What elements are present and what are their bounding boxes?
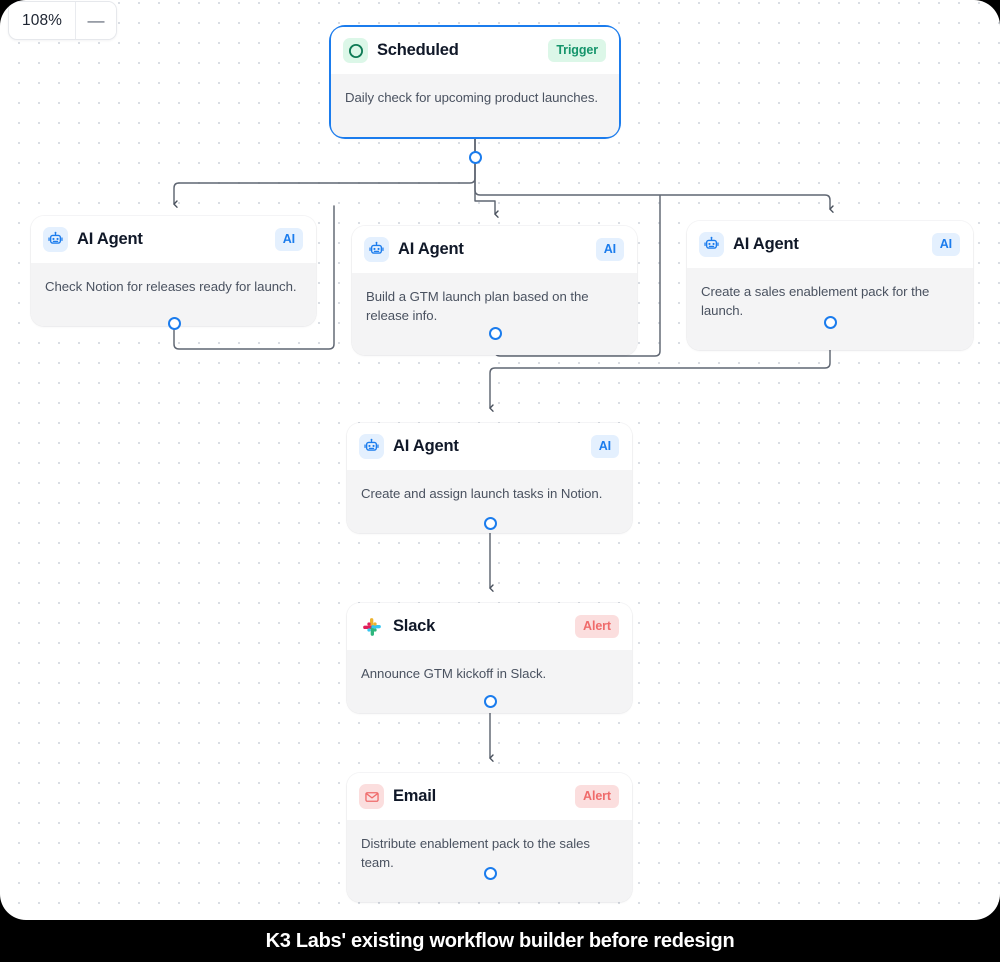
node-description: Check Notion for releases ready for laun…: [45, 279, 297, 294]
node-header: AI Agent AI: [347, 423, 632, 470]
node-title: AI Agent: [393, 437, 459, 455]
output-port[interactable]: [483, 695, 497, 708]
node-scheduled[interactable]: Scheduled Trigger Daily check for upcomi…: [331, 27, 619, 164]
edge-scheduled-to-agent2: [474, 136, 499, 218]
status-badge: Alert: [575, 615, 619, 638]
node-agent-sales-pack[interactable]: AI Agent AI Create a sales enablement pa…: [687, 221, 973, 351]
status-badge: AI: [595, 238, 624, 261]
robot-icon: [364, 237, 389, 262]
robot-icon: [699, 232, 724, 257]
node-title: AI Agent: [398, 240, 464, 258]
edge-scheduled-to-agent3: [474, 136, 834, 213]
robot-icon: [359, 434, 384, 459]
status-badge: AI: [590, 435, 619, 458]
status-badge: Trigger: [548, 39, 606, 62]
edge-scheduled-to-agent1: [173, 136, 476, 208]
output-port[interactable]: [823, 316, 837, 329]
node-description: Daily check for upcoming product launche…: [345, 90, 598, 105]
node-agent-notion-check[interactable]: AI Agent AI Check Notion for releases re…: [31, 216, 316, 330]
node-agent-launch-tasks[interactable]: AI Agent AI Create and assign launch tas…: [347, 423, 632, 534]
slack-icon: [359, 614, 384, 639]
output-port[interactable]: [167, 317, 181, 330]
status-badge: AI: [274, 228, 303, 251]
node-body: Create and assign launch tasks in Notion…: [347, 470, 632, 534]
status-badge: Alert: [575, 785, 619, 808]
node-header: AI Agent AI: [687, 221, 973, 268]
node-description: Build a GTM launch plan based on the rel…: [366, 289, 589, 324]
node-title: Scheduled: [377, 41, 459, 59]
node-description: Announce GTM kickoff in Slack.: [361, 666, 547, 681]
node-body: Create a sales enablement pack for the l…: [687, 268, 973, 351]
figure-caption: K3 Labs' existing workflow builder befor…: [0, 920, 1000, 962]
node-slack[interactable]: Slack Alert Announce GTM kickoff in Slac…: [347, 603, 632, 714]
envelope-icon: [359, 784, 384, 809]
node-title: Slack: [393, 617, 436, 635]
workflow-canvas[interactable]: 108% — Scheduled Trigger Daily check for…: [0, 0, 1000, 920]
status-badge: AI: [931, 233, 960, 256]
robot-icon: [43, 227, 68, 252]
output-port[interactable]: [468, 151, 482, 164]
node-title: AI Agent: [77, 230, 143, 248]
node-header: AI Agent AI: [352, 226, 637, 273]
zoom-level-value: 108%: [9, 2, 77, 39]
node-title: AI Agent: [733, 235, 799, 253]
node-header: AI Agent AI: [31, 216, 316, 263]
node-body: Distribute enablement pack to the sales …: [347, 820, 632, 903]
zoom-out-button[interactable]: —: [76, 2, 117, 39]
node-header: Slack Alert: [347, 603, 632, 650]
zoom-control[interactable]: 108% —: [8, 1, 118, 40]
output-port[interactable]: [488, 327, 502, 340]
node-title: Email: [393, 787, 437, 805]
clock-circle-icon: [343, 38, 368, 63]
node-agent-gtm-plan[interactable]: AI Agent AI Build a GTM launch plan base…: [352, 226, 637, 356]
node-description: Create and assign launch tasks in Notion…: [361, 486, 603, 501]
node-description: Distribute enablement pack to the sales …: [361, 836, 590, 871]
node-header: Scheduled Trigger: [331, 27, 619, 74]
node-description: Create a sales enablement pack for the l…: [701, 284, 930, 319]
node-email[interactable]: Email Alert Distribute enablement pack t…: [347, 773, 632, 903]
node-body: Daily check for upcoming product launche…: [331, 74, 619, 138]
output-port[interactable]: [483, 867, 497, 880]
output-port[interactable]: [483, 517, 497, 530]
node-body: Build a GTM launch plan based on the rel…: [352, 273, 637, 356]
node-header: Email Alert: [347, 773, 632, 820]
